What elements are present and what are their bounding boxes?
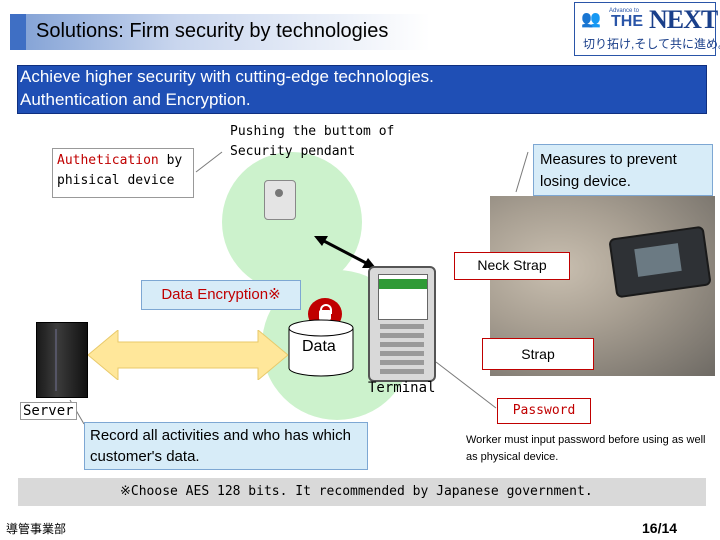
terminal-phone-icon <box>368 266 436 382</box>
password-label: Password <box>497 398 591 424</box>
measures-callout: Measures to prevent losing device. <box>533 144 713 196</box>
logo-the: THE <box>611 13 643 30</box>
phone-screen <box>378 274 428 320</box>
server-label: Server <box>20 402 77 420</box>
footnote-bar <box>18 478 706 506</box>
title-accent <box>10 14 26 50</box>
pendant-instruction: Pushing the buttom of Security pendant <box>230 122 394 162</box>
server-rack-line <box>55 329 57 391</box>
terminal-label: Terminal <box>368 380 436 396</box>
pendant-circle <box>222 152 362 292</box>
phone-screen-band <box>379 279 427 289</box>
data-label: Data <box>302 338 336 355</box>
pendant-instruction-line-2: Security pendant <box>230 144 356 159</box>
record-callout: Record all activities and who has which … <box>84 422 368 470</box>
authentication-by: by <box>158 153 183 168</box>
title-bar <box>10 14 570 50</box>
department-label: 導管事業部 <box>6 522 67 536</box>
authentication-label: Authetication by phisical device <box>52 148 194 198</box>
banner-line-2: Authentication and Encryption. <box>20 90 251 109</box>
headline-banner <box>17 65 707 114</box>
logo-prefix: Advance to <box>609 8 640 14</box>
lock-body <box>319 310 331 320</box>
banner-line-1: Achieve higher security with cutting-edg… <box>20 67 434 86</box>
server-data-arrow <box>88 330 288 380</box>
slide-title: Solutions: Firm security by technologies <box>36 20 389 42</box>
logo-next: NEXT <box>649 5 718 34</box>
phone-keypad <box>380 324 424 374</box>
neck-strap-label: Neck Strap <box>454 252 570 280</box>
lock-shackle <box>320 304 332 314</box>
authentication-word: Authetication <box>57 153 159 168</box>
pendant-instruction-line-1: Pushing the buttom of <box>230 124 395 139</box>
data-encryption-label: Data Encryption※ <box>141 280 301 310</box>
footnote-text: ※Choose AES 128 bits. It recommended by … <box>120 484 593 499</box>
people-icon: 👥 <box>581 11 601 28</box>
company-logo: 👥 Advance to THE NEXT 切り拓け,そして共に進め。 <box>574 2 720 56</box>
server-icon <box>36 322 88 398</box>
strap-label: Strap <box>482 338 594 370</box>
worker-note: Worker must input password before using … <box>466 434 706 463</box>
authentication-line-2: phisical device <box>57 173 175 188</box>
logo-tagline: 切り拓け,そして共に進め。 <box>583 37 720 51</box>
database-icon <box>288 319 354 377</box>
security-pendant-icon <box>264 180 296 220</box>
page-number: 16/14 <box>642 520 678 536</box>
pendant-button <box>275 189 283 197</box>
